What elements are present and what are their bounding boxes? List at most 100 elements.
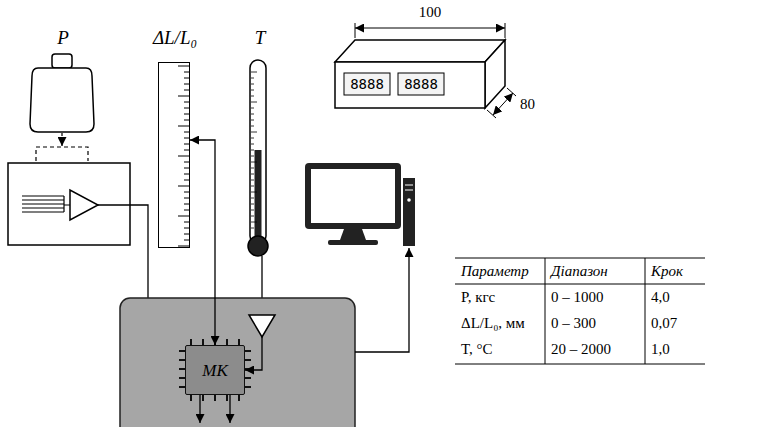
thermometer-tick [251, 96, 254, 97]
display-digits: 8888 [344, 75, 390, 93]
table-cell: T, °C [461, 340, 543, 358]
data-wire [355, 248, 409, 352]
weight-node: P [24, 26, 102, 138]
weight-body [30, 68, 94, 132]
extension-line [355, 23, 505, 38]
weight-knob [52, 54, 72, 68]
thermometer-tick [251, 156, 254, 157]
thermometer-scale [251, 72, 257, 228]
table-cell: 0 – 1000 [551, 288, 643, 306]
thermometer-tick [251, 198, 254, 199]
chip-pin [245, 359, 251, 361]
thermometer-tick [251, 162, 257, 163]
ruler-outline [158, 62, 190, 248]
thermometer-tick [251, 78, 254, 79]
thermometer-tick [251, 126, 254, 127]
load-plate [36, 147, 88, 161]
thermometer-tick [251, 114, 254, 115]
thermometer-tick [251, 168, 254, 169]
thermometer-tube [250, 60, 266, 244]
load-cell-housing [8, 163, 130, 245]
thermometer-tick [251, 120, 254, 121]
ruler-tick [178, 156, 190, 157]
chip-pin [238, 395, 240, 401]
chip-pin [202, 395, 204, 401]
thermometer-tick [251, 222, 257, 223]
thermometer-tick [251, 150, 254, 151]
chip-pin [214, 395, 216, 401]
thermometer-tick [251, 216, 254, 217]
table-cell: 20 – 2000 [551, 340, 643, 358]
ruler-tick [178, 216, 190, 217]
table-cell: 4,0 [651, 288, 703, 306]
chip-pin [226, 395, 228, 401]
thermometer-tick [251, 132, 257, 133]
dimension-label: 100 [410, 3, 450, 21]
thermometer-tick [251, 228, 254, 229]
dimension-line [493, 93, 513, 115]
display-front-face [335, 62, 485, 108]
table-cell: 0 – 300 [551, 314, 643, 332]
thermometer-node: T [232, 26, 288, 262]
ruler-tick [178, 126, 190, 127]
thermometer-tick [251, 108, 254, 109]
monitor-bezel [305, 163, 401, 229]
thermometer-column [255, 150, 262, 242]
chip-pin [190, 395, 192, 401]
microcontroller-chip: МК [185, 345, 245, 395]
quantity-symbol: T [255, 26, 266, 49]
ruler-tick [178, 186, 190, 187]
output-arrow [199, 395, 200, 423]
table-header: Крок [651, 262, 703, 280]
chip-pins [179, 339, 251, 401]
thermometer-tick [251, 204, 254, 205]
ruler-node: ΔL/L₀ [148, 26, 202, 252]
table-rules [455, 258, 705, 364]
quantity-symbol: ΔL/L₀ [153, 26, 197, 49]
display-digits: 8888 [398, 75, 444, 93]
thermometer-tick [251, 210, 254, 211]
thermometer-tick [251, 138, 254, 139]
thermometer-tick [251, 72, 257, 73]
signal-connector [190, 140, 215, 345]
thermometer-tick [251, 102, 257, 103]
signal-wire [245, 337, 262, 370]
monitor-base [328, 240, 378, 245]
thermometer-tick [251, 192, 257, 193]
table-header: Параметр [461, 262, 543, 280]
ruler-body [158, 62, 190, 248]
computer-tower [403, 178, 415, 246]
thermometer-tick [251, 180, 254, 181]
chip-pin [245, 350, 251, 352]
display-window [344, 73, 390, 95]
thermometer-bulb [248, 236, 268, 256]
thermometer-tick [251, 90, 254, 91]
thermometer-tick [251, 174, 254, 175]
ruler-tick [178, 246, 190, 247]
tower-detail [405, 185, 413, 190]
table-cell: 1,0 [651, 340, 703, 358]
table-cell: ΔL/L₀, мм [461, 314, 543, 332]
monitor-screen [311, 169, 395, 223]
ruler-tick [178, 66, 190, 67]
display-side-face [485, 40, 505, 108]
strain-gauge [22, 196, 70, 212]
extension-line [487, 88, 516, 118]
monitor-stand [340, 229, 366, 240]
display-window [398, 73, 444, 95]
quantity-symbol: P [57, 26, 69, 49]
output-arrow [229, 395, 230, 423]
table-header: Діапазон [551, 262, 643, 280]
thermometer-tick [251, 144, 254, 145]
thermometer-tick [251, 84, 254, 85]
amplifier-symbol [70, 190, 98, 220]
table-cell: P, кгс [461, 288, 543, 306]
dimension-label: 80 [520, 95, 546, 113]
dimension-line [355, 28, 505, 29]
table-cell: 0,07 [651, 314, 703, 332]
thermometer-tick [251, 186, 254, 187]
controller-housing [120, 298, 355, 427]
